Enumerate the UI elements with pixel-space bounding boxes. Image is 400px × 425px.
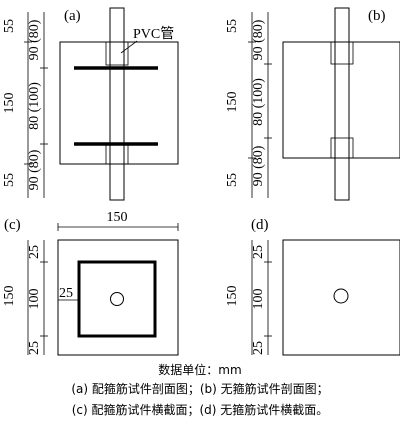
panel-c-label: (c)	[4, 217, 21, 233]
d-section-outline	[282, 239, 400, 356]
d-steel-bar-section	[333, 288, 349, 304]
panel-a: (a) PVC管 55 150 55 90 (80) 80 (100) 90 (…	[2, 7, 179, 201]
c-dim-100: 100	[27, 289, 42, 310]
a-right-dim-ticks	[40, 67, 48, 145]
c-top-dim-ticks	[57, 223, 179, 231]
d-dim-25-top: 25	[251, 245, 266, 259]
b-dim-90-80-top: 90 (80)	[251, 19, 266, 60]
a-dim-55-bottom: 55	[2, 173, 17, 187]
b-dim-150: 150	[225, 92, 240, 113]
a-pvc-leader	[120, 40, 138, 54]
b-dim-80-100: 80 (100)	[251, 78, 266, 126]
panel-c: (c) 150 25 150 25 100 25	[2, 210, 179, 356]
a-pvc-label: PVC管	[133, 26, 174, 42]
b-concrete-block	[282, 41, 400, 159]
d-dim-100: 100	[251, 289, 266, 310]
panel-b-label: (b)	[368, 8, 386, 24]
a-dim-90-80-bottom: 90 (80)	[27, 149, 42, 190]
b-right-dim-ticks	[264, 63, 272, 139]
a-pvc-tube-bottom	[105, 143, 129, 165]
b-pvc-tube-bottom	[330, 137, 354, 159]
panel-b: (b) 55 150 55 90 (80) 80 (100) 90 (80)	[225, 7, 400, 201]
caption-unit: 数据单位：mm	[158, 363, 242, 377]
b-dim-55-bottom: 55	[225, 173, 240, 187]
a-left-dim-ticks	[24, 41, 32, 165]
a-dim-150: 150	[2, 93, 17, 114]
c-dim-150-top: 150	[107, 210, 128, 225]
panel-a-label: (a)	[64, 8, 81, 24]
caption-line-2: (c) 配箍筋试件横截面；(d) 无箍筋试件横截面。	[71, 403, 329, 417]
c-stirrup	[77, 260, 157, 338]
c-dim-25-bottom: 25	[27, 341, 42, 355]
c-section-outline	[57, 239, 179, 356]
a-pvc-tube-top	[105, 41, 129, 66]
caption-line-1: (a) 配箍筋试件剖面图；(b) 无箍筋试件剖面图；	[71, 382, 329, 396]
c-right-dim-ticks	[40, 261, 48, 337]
b-pvc-tube-top	[330, 41, 354, 65]
panel-d: (d) 150 25 100 25	[225, 217, 400, 356]
d-right-dim-ticks	[264, 261, 272, 337]
a-dim-55-top: 55	[2, 19, 17, 33]
d-dim-25-bottom: 25	[251, 341, 266, 355]
c-dim-25-inner: 25	[59, 286, 73, 301]
b-steel-bar	[334, 7, 350, 201]
c-dim-150-left: 150	[2, 286, 17, 307]
b-dim-55-top: 55	[225, 19, 240, 33]
b-dim-90-80-bottom: 90 (80)	[251, 145, 266, 186]
a-dim-80-100: 80 (100)	[27, 82, 42, 130]
b-left-dim-ticks	[248, 41, 256, 159]
d-dim-150-left: 150	[225, 286, 240, 307]
panel-d-label: (d)	[251, 217, 269, 233]
c-dim-25-top: 25	[27, 245, 42, 259]
a-steel-bar	[109, 7, 125, 201]
a-dim-90-80-top: 90 (80)	[27, 19, 42, 60]
c-steel-bar-section	[110, 292, 124, 306]
